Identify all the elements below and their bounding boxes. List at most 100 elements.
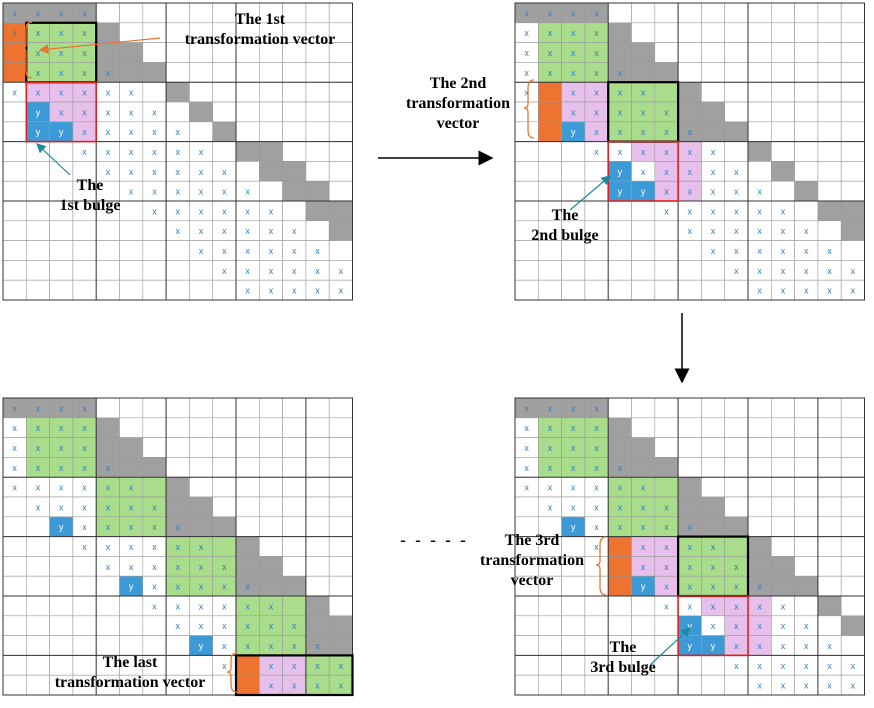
matrix-cell xyxy=(747,101,772,123)
matrix-cell xyxy=(794,476,819,498)
matrix-cell xyxy=(677,101,702,123)
matrix-cell xyxy=(561,595,586,617)
matrix-cell xyxy=(561,180,586,202)
nonzero-mark: x xyxy=(222,582,227,592)
matrix-cell xyxy=(514,141,539,162)
matrix-cell xyxy=(747,22,772,43)
matrix-cell xyxy=(794,141,819,162)
nonzero-mark: x xyxy=(106,107,111,117)
matrix-cell xyxy=(724,457,749,478)
matrix-cell xyxy=(537,81,562,103)
nonzero-mark: x xyxy=(245,266,250,276)
matrix-cell xyxy=(212,121,237,142)
nonzero-mark: x xyxy=(827,286,832,296)
matrix-cell xyxy=(817,615,842,636)
matrix-cell xyxy=(840,615,865,636)
matrix-cell xyxy=(747,516,772,537)
matrix-cell xyxy=(840,22,865,43)
matrix-cell xyxy=(584,260,609,281)
matrix-cell xyxy=(2,516,27,537)
matrix-cell xyxy=(607,260,632,281)
nonzero-mark: x xyxy=(804,681,809,691)
matrix-cell xyxy=(701,476,726,498)
nonzero-mark: x xyxy=(199,147,204,157)
nonzero-mark: x xyxy=(82,542,87,552)
matrix-cell xyxy=(49,260,74,281)
matrix-cell xyxy=(282,516,307,537)
nonzero-mark: x xyxy=(59,88,64,98)
nonzero-mark: x xyxy=(82,483,87,493)
matrix-cell xyxy=(701,437,726,458)
matrix-cell xyxy=(701,417,726,438)
matrix-cell xyxy=(189,437,213,458)
matrix-cell xyxy=(142,437,167,458)
matrix-cell xyxy=(677,2,702,24)
matrix-cell xyxy=(2,575,27,597)
nonzero-mark: x xyxy=(129,483,134,493)
nonzero-mark: x xyxy=(199,206,204,216)
nonzero-mark: x xyxy=(36,48,41,58)
matrix-cell xyxy=(770,2,795,24)
nonzero-mark: x xyxy=(176,206,181,216)
matrix-cell xyxy=(840,141,865,162)
matrix-cell xyxy=(840,161,865,182)
nonzero-mark: x xyxy=(59,443,64,453)
nonzero-mark: x xyxy=(734,601,739,611)
matrix-cell xyxy=(607,536,632,557)
nonzero-mark: x xyxy=(82,28,87,38)
matrix-cell xyxy=(142,260,167,281)
nonzero-mark: x xyxy=(734,246,739,256)
nonzero-mark: x xyxy=(524,8,529,18)
matrix-cell xyxy=(72,260,97,281)
matrix-cell xyxy=(305,101,330,123)
nonzero-mark: x xyxy=(688,582,693,592)
nonzero-mark: x xyxy=(548,463,553,473)
matrix-cell xyxy=(95,22,120,43)
label-line: vector xyxy=(436,115,480,132)
nonzero-mark: x xyxy=(688,206,693,216)
matrix-cell xyxy=(561,279,586,301)
bulge-mark: y xyxy=(59,127,64,137)
matrix-cell xyxy=(537,615,562,636)
nonzero-mark: x xyxy=(152,206,157,216)
matrix-cell xyxy=(2,180,27,202)
matrix-cell xyxy=(165,240,190,261)
bulge-mark: y xyxy=(711,641,716,651)
nonzero-mark: x xyxy=(827,641,832,651)
matrix-cell xyxy=(212,81,237,103)
matrix-cell xyxy=(72,615,97,636)
matrix-cell xyxy=(165,101,190,123)
matrix-cell xyxy=(584,595,609,617)
matrix-cell xyxy=(677,42,702,63)
matrix-cell xyxy=(142,476,167,498)
matrix-cell xyxy=(701,260,726,281)
nonzero-mark: x xyxy=(711,562,716,572)
nonzero-mark: x xyxy=(315,661,320,671)
nonzero-mark: x xyxy=(59,423,64,433)
matrix-cell xyxy=(95,437,120,458)
matrix-cell xyxy=(25,279,50,301)
matrix-cell xyxy=(328,496,353,518)
matrix-cell xyxy=(794,121,819,142)
matrix-cell xyxy=(165,397,190,419)
nonzero-mark: x xyxy=(152,167,157,177)
label-line: The 3rd xyxy=(504,532,560,549)
matrix-cell xyxy=(794,417,819,438)
matrix-cell xyxy=(654,260,679,281)
matrix-cell xyxy=(142,615,167,636)
matrix-cell xyxy=(212,496,237,518)
matrix-cell xyxy=(235,437,260,458)
matrix-cell xyxy=(305,556,330,577)
nonzero-mark: x xyxy=(827,246,832,256)
matrix-cell xyxy=(701,121,726,142)
nonzero-mark: x xyxy=(618,463,623,473)
matrix-cell xyxy=(282,62,307,83)
matrix-cell xyxy=(72,279,97,301)
nonzero-mark: x xyxy=(339,661,344,671)
nonzero-mark: x xyxy=(757,286,762,296)
matrix-cell xyxy=(235,417,260,438)
nonzero-mark: x xyxy=(711,226,716,236)
matrix-cell xyxy=(212,457,237,478)
nonzero-mark: x xyxy=(82,463,87,473)
nonzero-mark: x xyxy=(315,641,320,651)
